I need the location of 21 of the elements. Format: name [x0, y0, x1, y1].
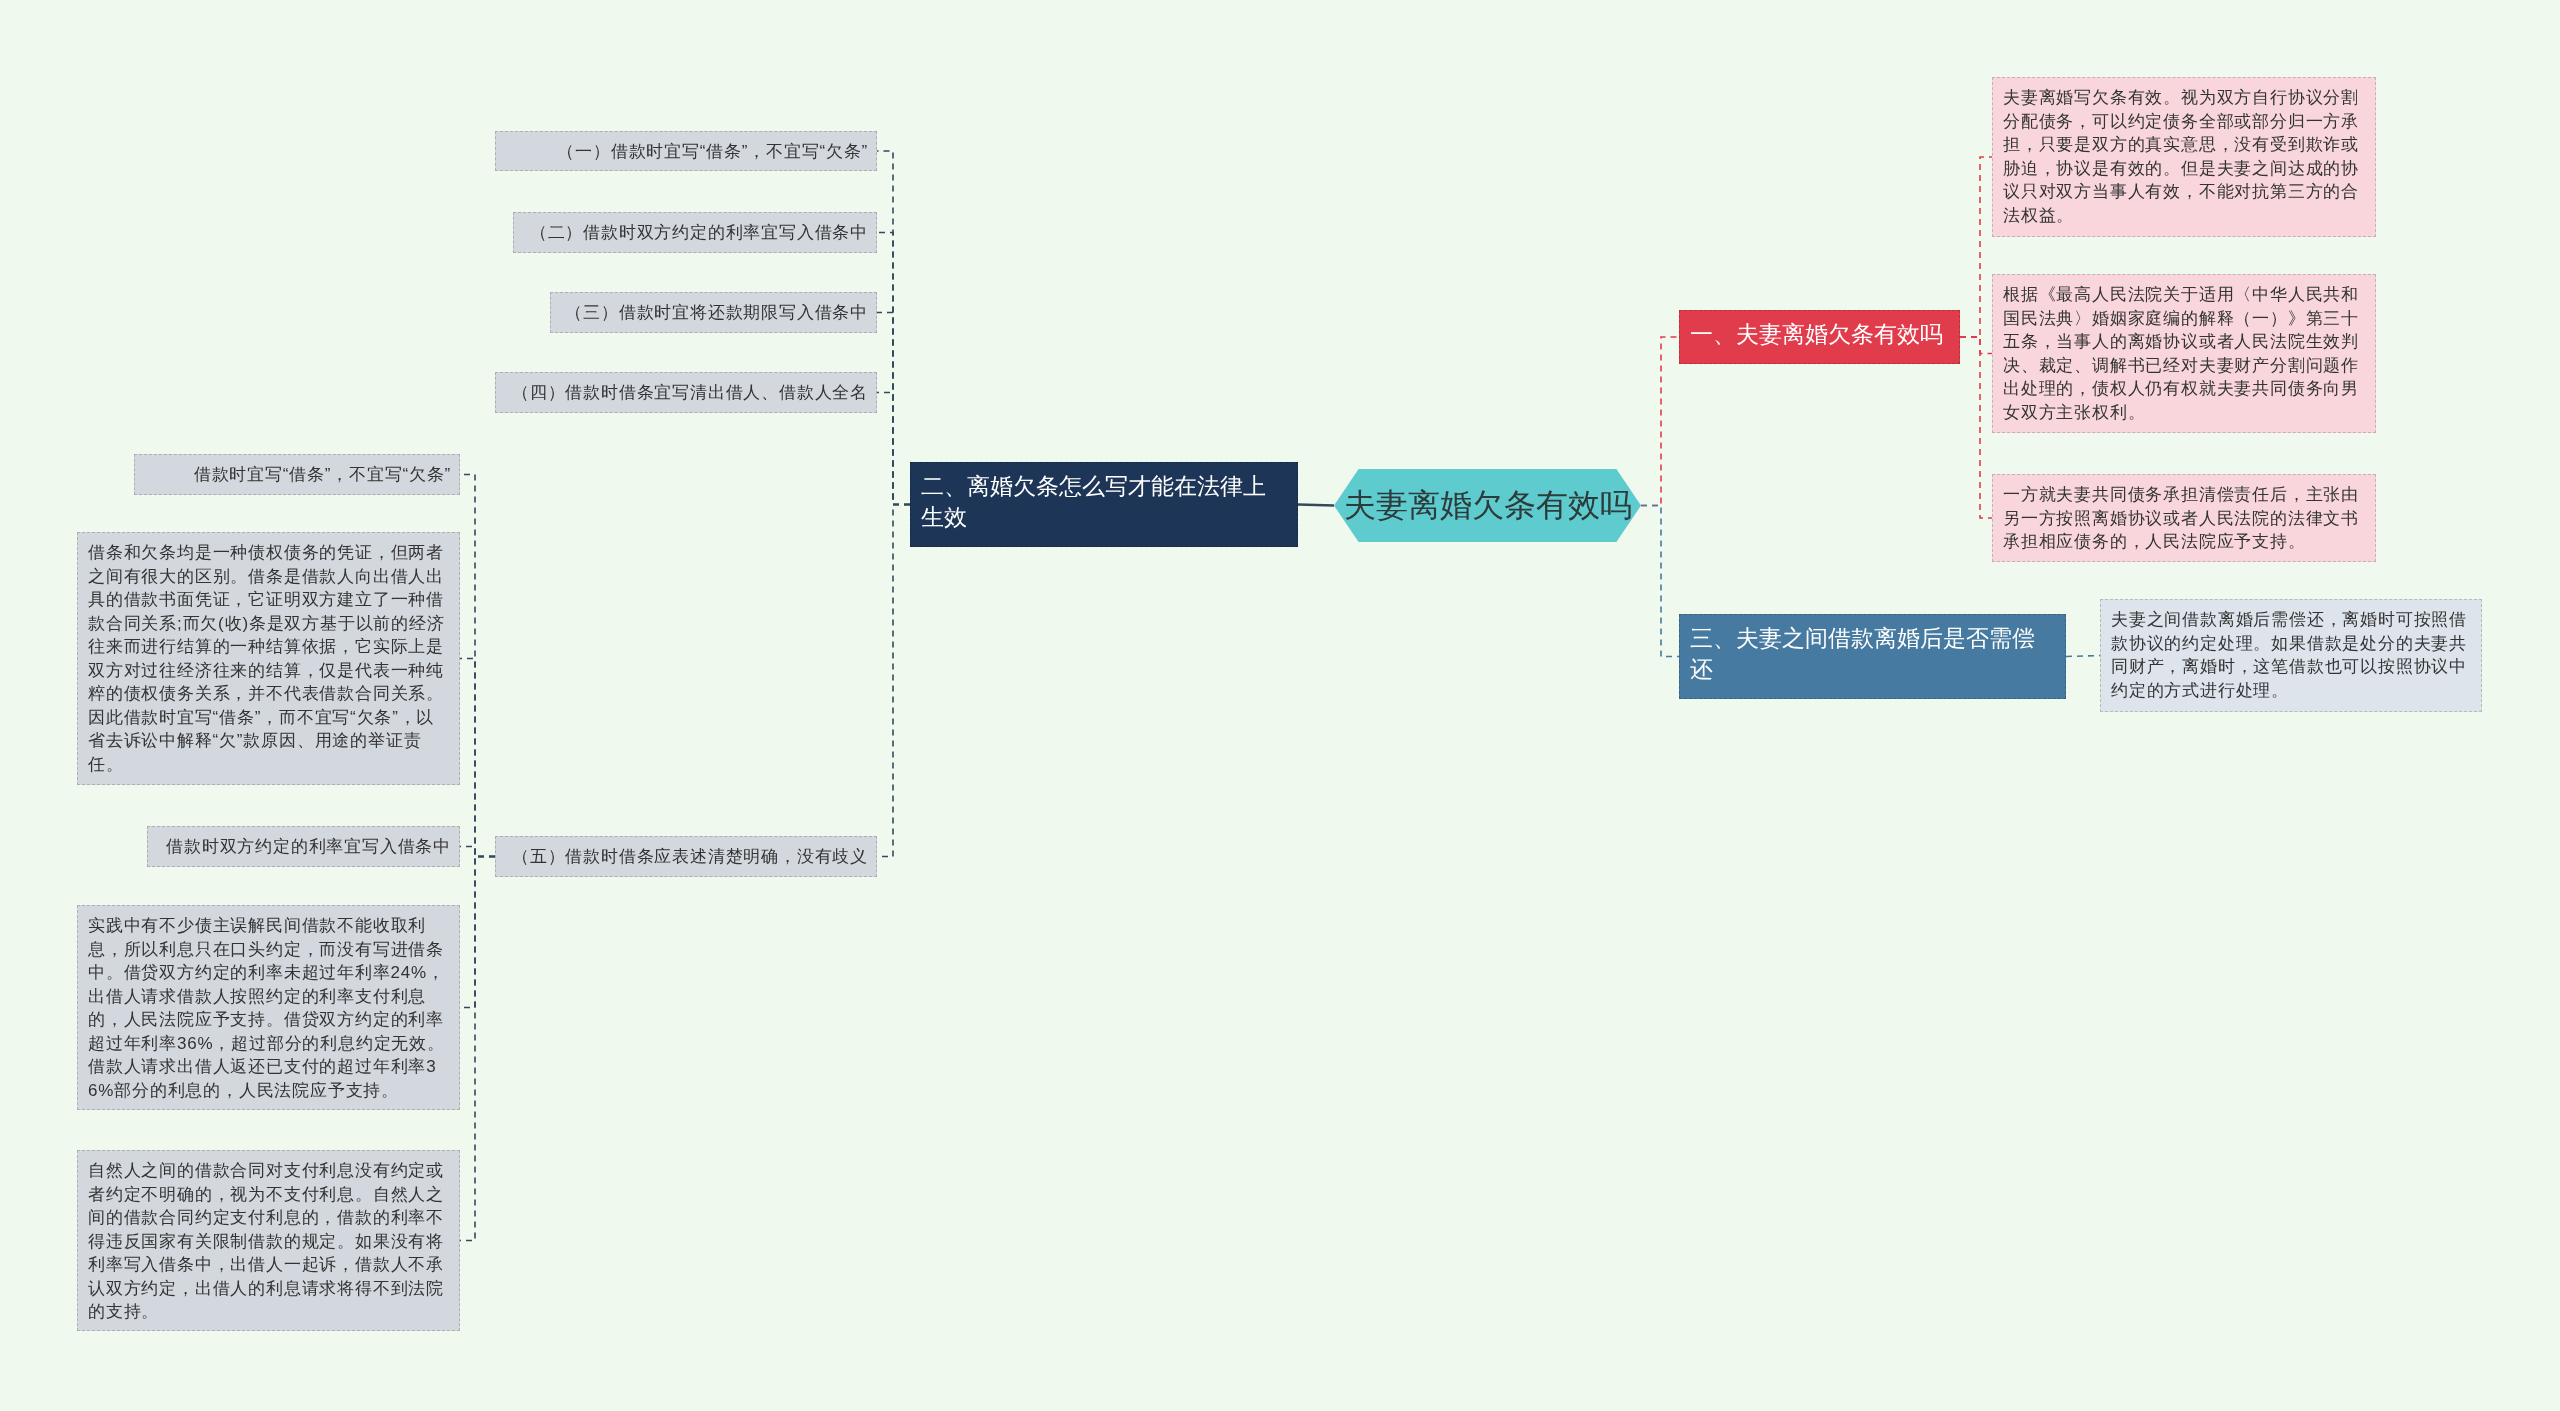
- topic-box: 二、离婚欠条怎么写才能在法律上生效: [910, 462, 1298, 547]
- text-box: （三）借款时宜将还款期限写入借条中: [550, 292, 877, 333]
- central-topic: 夫妻离婚欠条有效吗: [1334, 469, 1641, 542]
- text-box: 夫妻之间借款离婚后需偿还，离婚时可按照借款协议的约定处理。如果借款是处分的夫妻共同财产，离婚时，这笔借款也可以按照协议中约定的方式进行处理。: [2100, 599, 2482, 712]
- connector-line: [1959, 336, 1993, 519]
- text-box: （一）借款时宜写“借条”，不宜写“欠条”: [495, 131, 877, 171]
- text-box: 根据《最高人民法院关于适用〈中华人民共和国民法典〉婚姻家庭编的解释（一）》第三十五条，当事人的离婚协议或者人民法院生效判决、裁定、调解书已经对夫妻财产分割问题作出处理的，债权人仍有权就夫妻共同债务向男女双方主张权利。: [1992, 274, 2376, 433]
- text-box: （五）借款时借条应表述清楚明确，没有歧义: [495, 836, 877, 877]
- text-box: 自然人之间的借款合同对支付利息没有约定或者约定不明确的，视为不支付利息。自然人之间的借款合同约定支付利息的，借款的利率不得违反国家有关限制借款的规定。如果没有将利率写入借条中，出借人一起诉，借款人不承认双方约定，出借人的利息请求将得不到法院的支持。: [77, 1150, 460, 1331]
- text-box: （二）借款时双方约定的利率宜写入借条中: [513, 212, 877, 253]
- topic-box: 一、夫妻离婚欠条有效吗: [1679, 310, 1960, 364]
- text-box: 实践中有不少债主误解民间借款不能收取利息，所以利息只在口头约定，而没有写进借条中。借贷双方约定的利率未超过年利率24%，出借人请求借款人按照约定的利率支付利息的，人民法院应予支持。借贷双方约定的利率超过年利率36%，超过部分的利息约定无效。借款人请求出借人返还已支付的超过年利率36%部分的利息的，人民法院应予支持。: [77, 905, 460, 1110]
- connector-line: [1297, 503, 1335, 507]
- text-box: （四）借款时借条宜写清出借人、借款人全名: [495, 372, 877, 413]
- text-box: 夫妻离婚写欠条有效。视为双方自行协议分割分配债务，可以约定债务全部或部分归一方承担，只要是双方的真实意思，没有受到欺诈或胁迫，协议是有效的。但是夫妻之间达成的协议只对双方当事人有效，不能对抗第三方的合法权益。: [1992, 77, 2376, 237]
- text-box: 借款时双方约定的利率宜写入借条中: [147, 826, 460, 867]
- text-box: 借款时宜写“借条”，不宜写“欠条”: [134, 454, 460, 495]
- connector-line: [1640, 504, 1680, 658]
- text-box: 一方就夫妻共同债务承担清偿责任后，主张由另一方按照离婚协议或者人民法院的法律文书承担相应债务的，人民法院应予支持。: [1992, 474, 2376, 562]
- text-box: 借条和欠条均是一种债权债务的凭证，但两者之间有很大的区别。借条是借款人向出借人出具的借款书面凭证，它证明双方建立了一种借款合同关系;而欠(收)条是双方基于以前的经济往来而进行结算的一种结算依据，它实际上是双方对过往经济往来的结算，仅是代表一种纯粹的债权债务关系，并不代表借款合同关系。因此借款时宜写“借条”，而不宜写“欠条”，以省去诉讼中解释“欠”款原因、用途的举证责任。: [77, 532, 460, 785]
- topic-box: 三、夫妻之间借款离婚后是否需偿还: [1679, 614, 2066, 699]
